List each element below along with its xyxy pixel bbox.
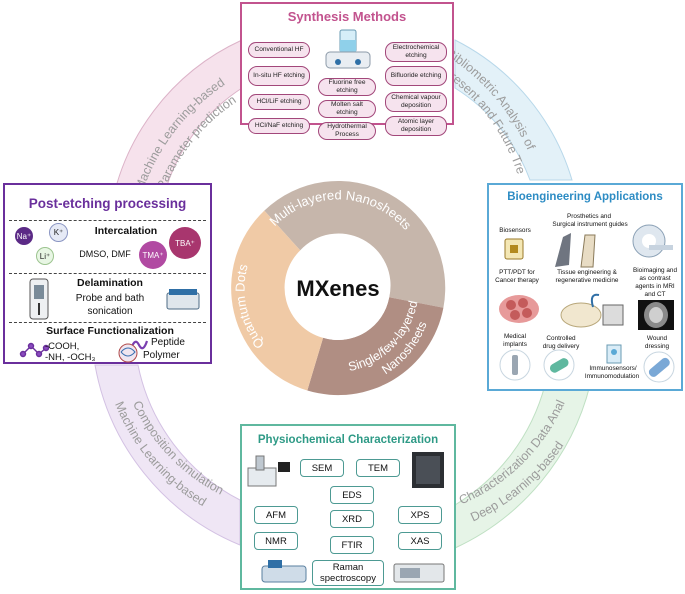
tech-afm: AFM xyxy=(254,506,298,524)
bandage-icon xyxy=(643,351,675,383)
sem-instrument-icon xyxy=(247,455,290,487)
bio-tissue-label-1: Tissue engineering & xyxy=(557,269,617,276)
bio-drug-label-2: drug delivery xyxy=(542,343,580,350)
solvents-label: DMSO, DMF xyxy=(79,249,131,259)
brain-scan-icon xyxy=(638,300,674,330)
delamination-heading: Delamination xyxy=(77,277,143,289)
tech-xps: XPS xyxy=(398,506,442,524)
synthesis-panel: Synthesis Methods Conventional HF In-sit… xyxy=(240,2,454,140)
bio-wound-label-2: dressing xyxy=(644,343,670,350)
ion-na: Na⁺ xyxy=(15,227,33,245)
bio-tissue-label-2: regenerative medicine xyxy=(555,277,619,284)
bath-sonicator-icon xyxy=(166,289,200,310)
bio-prosthetics-label-1: Prosthetics and xyxy=(566,213,612,220)
peptide-icon xyxy=(129,340,149,350)
divider-1 xyxy=(9,220,206,221)
bio-imaging-label-3: agents in MRI xyxy=(635,283,675,290)
tech-tem: TEM xyxy=(356,459,400,477)
tech-xas: XAS xyxy=(398,532,442,550)
groups-label-2: -NH, -OCH₃ xyxy=(45,352,96,363)
ion-tma: TMA⁺ xyxy=(139,241,167,269)
bio-implants-label-2: implants xyxy=(503,341,527,348)
bio-prosthetics-label-2: Surgical instrument guides xyxy=(552,221,628,228)
synth-hcl-naf: HCl/NaF etching xyxy=(248,118,310,134)
polymer-label: Polymer xyxy=(143,350,180,361)
raman-label-1: Raman xyxy=(332,562,364,573)
bio-imaging-label-2: as contrast xyxy=(639,275,671,282)
groups-label-1: -COOH, xyxy=(45,341,80,352)
characterization-panel: Physiochemical Characterization SEM TEM … xyxy=(240,424,456,590)
ring-segment-quantum-dots xyxy=(231,210,324,391)
bioengineering-panel: Bioengineering Applications Biosensors P… xyxy=(487,183,683,391)
xas-instrument-icon xyxy=(393,563,445,583)
mri-scanner-icon xyxy=(632,224,673,258)
surface-heading: Surface Functionalization xyxy=(46,325,174,337)
bio-imaging-label-1: Bioimaging and xyxy=(632,267,678,274)
synth-conventional-hf: Conventional HF xyxy=(248,42,310,58)
bio-ptt-label-1: PTT/PDT for xyxy=(499,269,535,276)
bio-title: Bioengineering Applications xyxy=(507,191,663,203)
tech-nmr: NMR xyxy=(254,532,298,550)
divider-3 xyxy=(9,322,206,323)
bio-immuno-label-1: Immunosensors/ xyxy=(589,365,637,372)
tumor-cells-icon xyxy=(499,295,539,323)
ring-segment-multi-layered xyxy=(264,180,446,308)
bio-wound-label-1: Wound xyxy=(646,335,668,342)
synth-molten-salt: Molten salt etching xyxy=(318,100,376,118)
molecule-icon xyxy=(19,342,49,358)
bio-immuno-label-2: Immunomodulation xyxy=(584,373,640,380)
raman-spectrometer-icon xyxy=(261,560,307,583)
bio-ptt-label-2: Cancer therapy xyxy=(495,277,539,284)
ion-k: K⁺ xyxy=(49,223,68,242)
synth-hcl-lif: HCl/LiF etching xyxy=(248,94,310,110)
probe-sonicator-icon xyxy=(29,278,49,320)
ion-tba: TBA⁺ xyxy=(169,227,201,259)
center-title: MXenes xyxy=(296,276,379,301)
arc-bottom-left xyxy=(94,364,241,546)
tech-eds: EDS xyxy=(330,486,374,504)
tissue-model-icon xyxy=(560,293,624,328)
synth-cvd: Chemical vapour deposition xyxy=(385,92,447,112)
capsule-icon xyxy=(543,349,575,381)
biosensor-chip-icon xyxy=(504,238,524,260)
polymer-icon xyxy=(118,343,138,363)
bio-imaging-label-4: and CT xyxy=(644,291,666,298)
tech-sem: SEM xyxy=(300,459,344,477)
tech-xrd: XRD xyxy=(330,510,374,528)
synth-fluorine-free: Fluorine free etching xyxy=(318,78,376,96)
tem-instrument-icon xyxy=(412,452,444,488)
synth-ald: Atomic layer deposition xyxy=(385,116,447,136)
bio-biosensors-label: Biosensors xyxy=(499,227,531,234)
delamination-detail-2: sonication xyxy=(87,306,133,317)
implant-icon xyxy=(499,349,531,381)
synthesis-title: Synthesis Methods xyxy=(287,9,407,24)
prosthetic-arm-icon xyxy=(555,233,596,268)
divider-2 xyxy=(9,273,206,274)
immunosensor-icon xyxy=(606,344,622,364)
arc-top-right xyxy=(454,39,573,181)
synth-hydrothermal: Hydrothermal Process xyxy=(318,122,376,140)
post-etching-title: Post-etching processing xyxy=(28,196,187,211)
tech-ftir: FTIR xyxy=(330,536,374,554)
delamination-detail-1: Probe and bath xyxy=(75,293,145,304)
arc-top-left xyxy=(109,39,243,216)
ring-segment-single-layered xyxy=(307,297,444,396)
hotplate-stirrer-icon xyxy=(325,29,371,69)
characterization-title: Physiochemical Characterization xyxy=(257,434,439,446)
post-etching-panel: Post-etching processing Intercalation Na… xyxy=(3,183,212,364)
synth-insitu-hf: In-situ HF etching xyxy=(248,66,310,86)
ion-li: Li⁺ xyxy=(36,247,54,265)
raman-label-2: spectroscopy xyxy=(320,573,376,584)
tech-raman: Raman spectroscopy xyxy=(312,560,384,586)
synth-electrochemical: Electrochemical etching xyxy=(385,42,447,62)
synth-bifluoride: Bifluoride etching xyxy=(385,66,447,86)
bio-drug-label-1: Controlled xyxy=(546,335,576,342)
bio-implants-label-1: Medical xyxy=(503,333,527,340)
peptide-label: Peptide xyxy=(151,337,185,348)
intercalation-heading: Intercalation xyxy=(94,225,158,237)
